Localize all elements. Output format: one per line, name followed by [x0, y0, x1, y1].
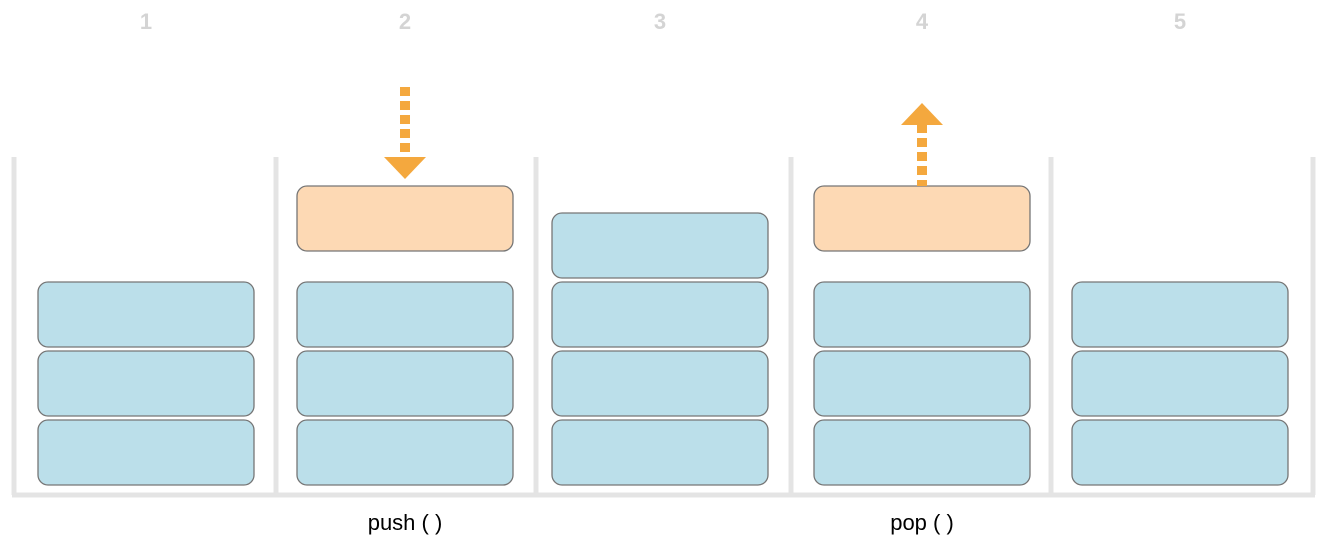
- stack-item: [296, 419, 514, 486]
- step-number: 1: [140, 9, 152, 34]
- arrow-head: [901, 103, 943, 125]
- stack-item: [1071, 281, 1289, 348]
- pop-item: [813, 185, 1031, 252]
- stack-item: [296, 350, 514, 417]
- stack-columns: 1 2 push ( ) 3 4 pop ( ) 5: [37, 9, 1289, 535]
- stack-column-3: 3: [551, 9, 769, 486]
- stack-column-4: 4 pop ( ): [813, 9, 1031, 535]
- stack-item: [37, 281, 255, 348]
- stack-item: [551, 212, 769, 279]
- push-label: push ( ): [368, 510, 443, 535]
- stack-item: [551, 350, 769, 417]
- stack-item: [813, 350, 1031, 417]
- stack-item: [37, 419, 255, 486]
- stack-item: [551, 419, 769, 486]
- step-number: 2: [399, 9, 411, 34]
- pop-arrow-up-icon: [901, 103, 943, 186]
- push-item: [296, 185, 514, 252]
- stack-column-2: 2 push ( ): [296, 9, 514, 535]
- stack-item: [551, 281, 769, 348]
- pop-label: pop ( ): [890, 510, 954, 535]
- stack-column-5: 5: [1071, 9, 1289, 486]
- stack-item: [37, 350, 255, 417]
- stack-item: [1071, 350, 1289, 417]
- stack-item: [813, 281, 1031, 348]
- step-number: 5: [1174, 9, 1186, 34]
- stack-column-1: 1: [37, 9, 255, 486]
- push-arrow-down-icon: [384, 87, 426, 179]
- stack-item: [296, 281, 514, 348]
- stack-item: [813, 419, 1031, 486]
- stack-item: [1071, 419, 1289, 486]
- step-number: 3: [654, 9, 666, 34]
- arrow-head: [384, 157, 426, 179]
- step-number: 4: [916, 9, 929, 34]
- stack-container-frame: [11, 157, 1316, 498]
